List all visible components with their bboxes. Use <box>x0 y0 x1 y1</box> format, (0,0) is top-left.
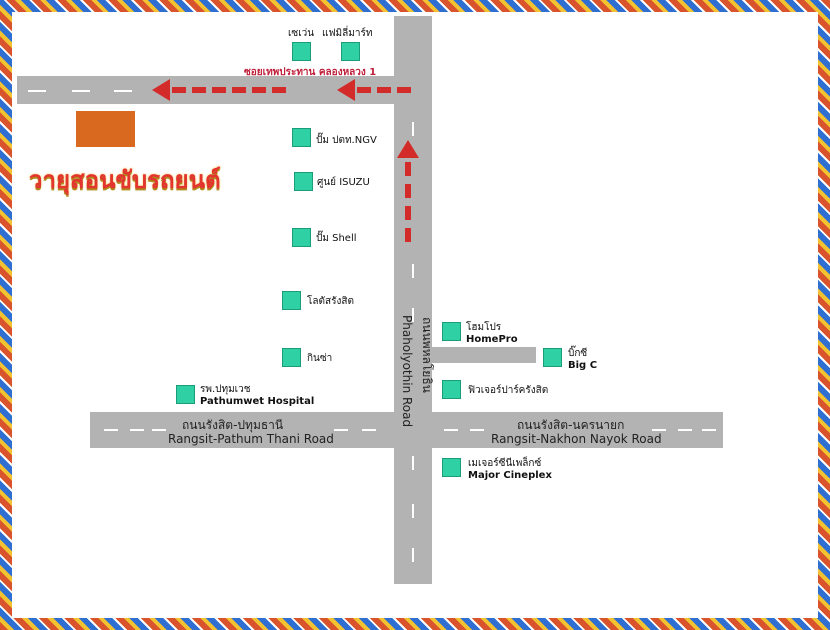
seven-eleven-label: เซเว่น <box>288 28 315 39</box>
ptt-ngv-label: ปั๊ม ปตท.NGV <box>316 135 377 146</box>
homepro-label-en: HomePro <box>466 334 518 345</box>
lane-dash <box>652 429 666 431</box>
homepro-label-th: โฮมโปร <box>466 322 502 333</box>
route-dash <box>377 87 391 93</box>
family-mart-marker <box>341 42 360 61</box>
ptt-ngv-marker <box>292 128 311 147</box>
seven-eleven-marker <box>292 42 311 61</box>
shell-marker <box>292 228 311 247</box>
route-arrow-icon <box>152 79 170 101</box>
lane-dash <box>412 122 414 136</box>
phaholyothin-road-th: ถนนพหลโยธิน <box>420 317 434 393</box>
lane-dash <box>470 429 484 431</box>
rangsit-pathum-road-th: ถนนรังสิต-ปทุมธานี <box>182 418 284 432</box>
bigc-access-road <box>432 347 536 363</box>
route-dash <box>357 87 371 93</box>
lane-dash <box>28 90 46 92</box>
route-dash <box>232 87 246 93</box>
rangsit-nakhon-road-th: ถนนรังสิต-นครนายก <box>517 418 625 432</box>
route-dash <box>397 87 411 93</box>
route-dash <box>252 87 266 93</box>
major-cineplex-label-th: เมเจอร์ซีนีเพล็กซ์ <box>468 458 542 469</box>
isuzu-label: ศูนย์ ISUZU <box>317 177 370 188</box>
bigc-marker <box>543 348 562 367</box>
lane-dash <box>412 548 414 562</box>
shell-label: ปั๊ม Shell <box>316 233 357 244</box>
phaholyothin-road <box>394 16 432 584</box>
hospital-label-en: Pathumwet Hospital <box>200 396 315 407</box>
lane-dash <box>702 429 716 431</box>
phaholyothin-road-en: Phaholyothin Road <box>400 315 414 428</box>
lane-dash <box>412 504 414 518</box>
hospital-label-th: รพ.ปทุมเวช <box>200 384 251 395</box>
lane-dash <box>678 429 692 431</box>
route-arrow-icon <box>337 79 355 101</box>
route-dash <box>192 87 206 93</box>
lane-dash <box>362 429 376 431</box>
lane-dash <box>412 456 414 470</box>
lane-dash <box>444 429 458 431</box>
route-dash <box>272 87 286 93</box>
route-dash <box>172 87 186 93</box>
isuzu-marker <box>294 172 313 191</box>
lane-dash <box>152 429 166 431</box>
route-dash <box>405 228 411 242</box>
lane-dash <box>130 429 144 431</box>
route-dash <box>405 184 411 198</box>
lane-dash <box>104 429 118 431</box>
major-cineplex-label-en: Major Cineplex <box>468 470 552 481</box>
route-dash <box>405 206 411 220</box>
family-mart-label: แฟมิลี่มาร์ท <box>322 28 373 39</box>
homepro-marker <box>442 322 461 341</box>
route-map: วายุสอนขับรถยนต์ ซอยเทพประทาน คลองหลวง 1… <box>12 12 818 618</box>
bigc-label-en: Big C <box>568 360 598 371</box>
brand-name: วายุสอนขับรถยนต์ <box>29 166 221 194</box>
soi-label: ซอยเทพประทาน คลองหลวง 1 <box>244 67 377 78</box>
lotus-marker <box>282 291 301 310</box>
lane-dash <box>114 90 132 92</box>
lane-dash <box>412 308 414 322</box>
hospital-marker <box>176 385 195 404</box>
kinsha-label: กินซ่า <box>307 353 333 364</box>
lane-dash <box>72 90 90 92</box>
route-dash <box>405 162 411 176</box>
future-park-label: ฟิวเจอร์ปาร์ครังสิต <box>468 385 549 396</box>
lane-dash <box>334 429 348 431</box>
route-dash <box>212 87 226 93</box>
lotus-label: โลตัสรังสิต <box>307 296 354 307</box>
major-cineplex-marker <box>442 458 461 477</box>
kinsha-marker <box>282 348 301 367</box>
rangsit-nakhon-road-en: Rangsit-Nakhon Nayok Road <box>491 432 662 446</box>
rangsit-pathum-road-en: Rangsit-Pathum Thani Road <box>168 432 334 446</box>
future-park-marker <box>442 380 461 399</box>
destination-marker <box>76 111 135 147</box>
route-arrow-up-icon <box>397 140 419 158</box>
lane-dash <box>412 264 414 278</box>
rangsit-road <box>90 412 723 448</box>
bigc-label-th: บิ๊กซี <box>568 348 588 359</box>
